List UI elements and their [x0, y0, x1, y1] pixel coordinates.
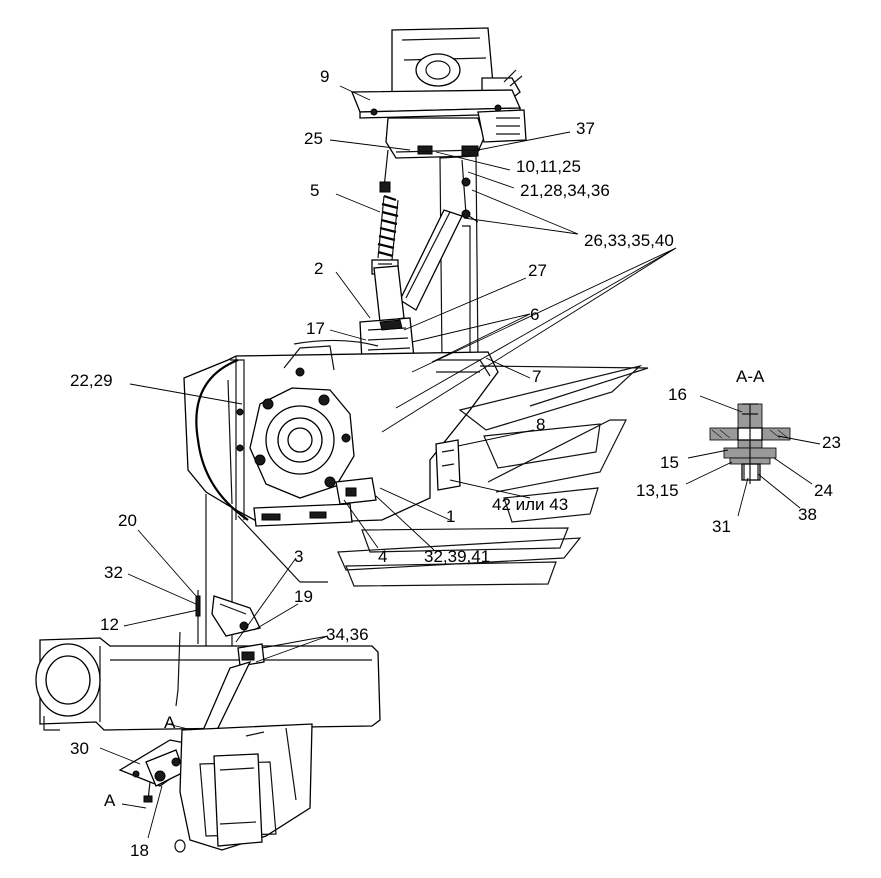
- callout-A-top: A: [164, 713, 176, 732]
- callout-18: 18: [130, 841, 149, 860]
- section-callout-13-15: 13,15: [636, 481, 679, 500]
- section-callout-31: 31: [712, 517, 731, 536]
- callout-21-28-34-36: 21,28,34,36: [520, 181, 610, 200]
- section-callout-23: 23: [822, 433, 841, 452]
- callout-4: 4: [378, 547, 387, 566]
- callout-6: 6: [530, 305, 539, 324]
- callout-32-39-41: 32,39,41: [424, 547, 490, 566]
- callout-17: 17: [306, 319, 325, 338]
- callout-27: 27: [528, 261, 547, 280]
- callout-10-11-25: 10,11,25: [516, 157, 581, 176]
- callout-12: 12: [100, 615, 119, 634]
- callout-7: 7: [532, 367, 541, 386]
- callout-labels: 9 25 37 10,11,25 21,28,34,36 5 26,33,35,…: [70, 67, 674, 860]
- section-callout-16: 16: [668, 385, 687, 404]
- section-labels: A-A 16 23 15 13,15 24 31 38: [636, 367, 841, 536]
- section-a-a: [709, 403, 791, 484]
- callout-34-36: 34,36: [326, 625, 369, 644]
- callout-32: 32: [104, 563, 123, 582]
- panel-outlines: [237, 364, 649, 587]
- callout-A-bottom: A: [104, 791, 116, 810]
- section-title: A-A: [736, 367, 765, 386]
- callout-37: 37: [576, 119, 595, 138]
- callout-20: 20: [118, 511, 137, 530]
- leader-lines: [99, 85, 821, 839]
- callout-19: 19: [294, 587, 313, 606]
- section-callout-38: 38: [798, 505, 817, 524]
- callout-5: 5: [310, 181, 319, 200]
- callout-1: 1: [446, 507, 455, 526]
- lower-linkage: [118, 590, 313, 853]
- callout-9: 9: [320, 67, 329, 86]
- section-callout-24: 24: [814, 481, 833, 500]
- callout-2: 2: [314, 259, 323, 278]
- callout-3: 3: [294, 547, 303, 566]
- callout-22-29: 22,29: [70, 371, 113, 390]
- upper-bracket: [351, 27, 527, 159]
- section-callout-15: 15: [660, 453, 679, 472]
- lower-beam: [35, 637, 381, 731]
- callout-42-or-43: 42 или 43: [492, 495, 568, 514]
- callout-25: 25: [304, 129, 323, 148]
- callout-30: 30: [70, 739, 89, 758]
- callout-8: 8: [536, 415, 545, 434]
- callout-26-33-35-40: 26,33,35,40: [584, 231, 674, 250]
